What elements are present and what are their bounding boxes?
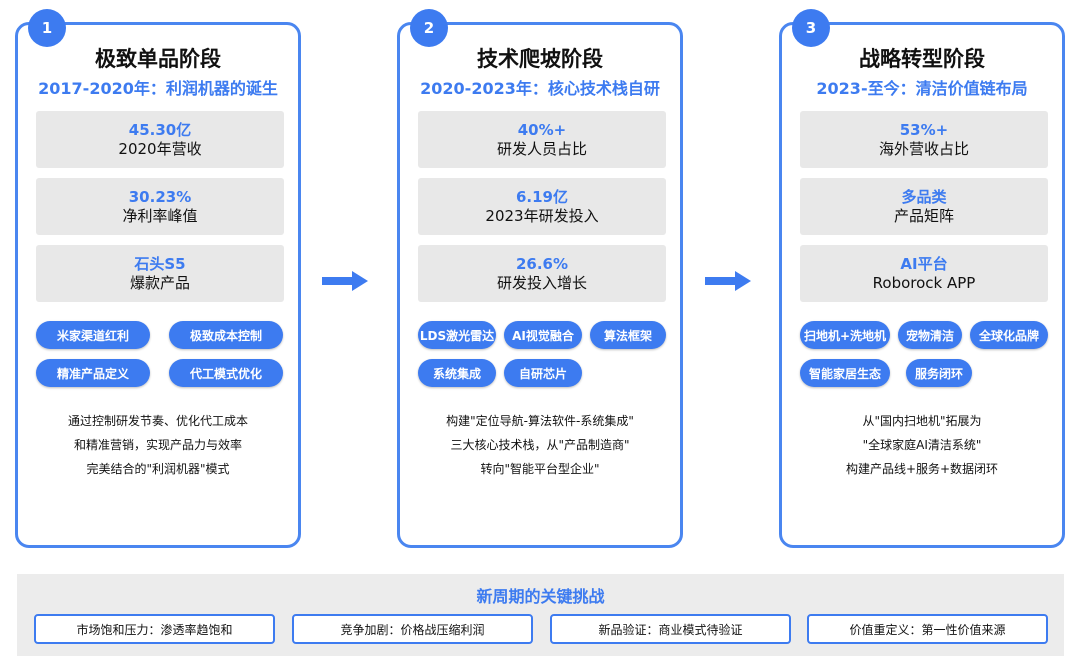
stat-label: 研发投入增长 [496, 273, 587, 292]
challenge-item: 价值重定义：第一性价值来源 [807, 614, 1048, 644]
description-line: 从"国内扫地机"拓展为 [862, 414, 982, 428]
stage-title: 极致单品阶段 [95, 47, 221, 71]
stage-number-badge: 1 [28, 9, 66, 47]
description-line: 和精准营销，实现产品力与效率 [73, 438, 242, 452]
stage-card-1: 1 极致单品阶段 2017-2020年：利润机器的诞生 45.30亿 2020年… [15, 9, 301, 548]
feature-tag: 全球化品牌 [970, 321, 1048, 349]
feature-tag: 精准产品定义 [36, 359, 150, 387]
challenges-panel: 新周期的关键挑战 市场饱和压力：渗透率趋饱和 竞争加剧：价格战压缩利润 新品验证… [17, 574, 1064, 656]
stat-box: 40%+ 研发人员占比 [418, 111, 666, 168]
stat-label: 2020年营收 [118, 139, 202, 158]
challenges-title: 新周期的关键挑战 [476, 587, 605, 606]
feature-tag: 算法框架 [590, 321, 666, 349]
feature-tag: 扫地机+洗地机 [800, 321, 890, 349]
right-arrow-icon [705, 271, 751, 291]
stat-label: 净利率峰值 [122, 206, 198, 225]
stat-box: 26.6% 研发投入增长 [418, 245, 666, 302]
description-line: 完美结合的"利润机器"模式 [86, 462, 230, 476]
stage-number-badge: 3 [792, 9, 830, 47]
stage-card-3: 3 战略转型阶段 2023-至今：清洁价值链布局 53%+ 海外营收占比 多品类… [779, 9, 1065, 548]
description-line: 转向"智能平台型企业" [480, 462, 600, 476]
stat-value: 26.6% [515, 254, 569, 273]
challenge-item: 新品验证：商业模式待验证 [550, 614, 791, 644]
stage-description: 从"国内扫地机"拓展为 "全球家庭AI清洁系统" 构建产品线+服务+数据闭环 [788, 409, 1056, 481]
stat-label: Roborock APP [872, 273, 976, 292]
stat-label: 研发人员占比 [496, 139, 587, 158]
feature-tag: 极致成本控制 [169, 321, 283, 349]
stat-label: 爆款产品 [129, 273, 190, 292]
stage-subtitle: 2017-2020年：利润机器的诞生 [38, 79, 278, 98]
stat-value: 53%+ [899, 120, 949, 139]
stage-title: 战略转型阶段 [859, 47, 985, 71]
feature-tag: 服务闭环 [906, 359, 972, 387]
stage-description: 通过控制研发节奏、优化代工成本 和精准营销，实现产品力与效率 完美结合的"利润机… [24, 409, 292, 481]
stat-value: 40%+ [517, 120, 567, 139]
stat-box: AI平台 Roborock APP [800, 245, 1048, 302]
feature-tag: 宠物清洁 [898, 321, 962, 349]
stage-subtitle: 2020-2023年：核心技术栈自研 [420, 79, 660, 98]
stage-number-badge: 2 [410, 9, 448, 47]
feature-tag: AI视觉融合 [504, 321, 582, 349]
stat-box: 45.30亿 2020年营收 [36, 111, 284, 168]
stage-description: 构建"定位导航-算法软件-系统集成" 三大核心技术栈，从"产品制造商" 转向"智… [406, 409, 674, 481]
feature-tag: 米家渠道红利 [36, 321, 150, 349]
stat-box: 30.23% 净利率峰值 [36, 178, 284, 235]
feature-tag: 智能家居生态 [800, 359, 890, 387]
description-line: 通过控制研发节奏、优化代工成本 [67, 414, 248, 428]
stat-label: 2023年研发投入 [485, 206, 599, 225]
stat-box: 石头S5 爆款产品 [36, 245, 284, 302]
description-line: "全球家庭AI清洁系统" [862, 438, 982, 452]
stage-subtitle: 2023-至今：清洁价值链布局 [816, 79, 1028, 98]
description-line: 构建产品线+服务+数据闭环 [845, 462, 999, 476]
stat-value: 45.30亿 [128, 120, 192, 139]
stat-box: 53%+ 海外营收占比 [800, 111, 1048, 168]
description-line: 三大核心技术栈，从"产品制造商" [450, 438, 630, 452]
stat-value: 30.23% [128, 187, 192, 206]
stat-value: 多品类 [901, 187, 947, 206]
stage-title: 技术爬坡阶段 [477, 47, 603, 71]
stat-box: 多品类 产品矩阵 [800, 178, 1048, 235]
stat-value: 石头S5 [134, 254, 186, 273]
description-line: 构建"定位导航-算法软件-系统集成" [446, 414, 634, 428]
stat-label: 产品矩阵 [893, 206, 954, 225]
stage-card-2: 2 技术爬坡阶段 2020-2023年：核心技术栈自研 40%+ 研发人员占比 … [397, 9, 683, 548]
feature-tag: 自研芯片 [504, 359, 582, 387]
right-arrow-icon [322, 271, 368, 291]
feature-tag: 代工模式优化 [169, 359, 283, 387]
stat-value: 6.19亿 [515, 187, 568, 206]
feature-tag: LDS激光雷达 [418, 321, 496, 349]
stat-label: 海外营收占比 [878, 139, 969, 158]
stat-box: 6.19亿 2023年研发投入 [418, 178, 666, 235]
feature-tag: 系统集成 [418, 359, 496, 387]
stat-value: AI平台 [900, 254, 948, 273]
challenge-item: 竞争加剧：价格战压缩利润 [292, 614, 533, 644]
challenge-item: 市场饱和压力：渗透率趋饱和 [34, 614, 275, 644]
